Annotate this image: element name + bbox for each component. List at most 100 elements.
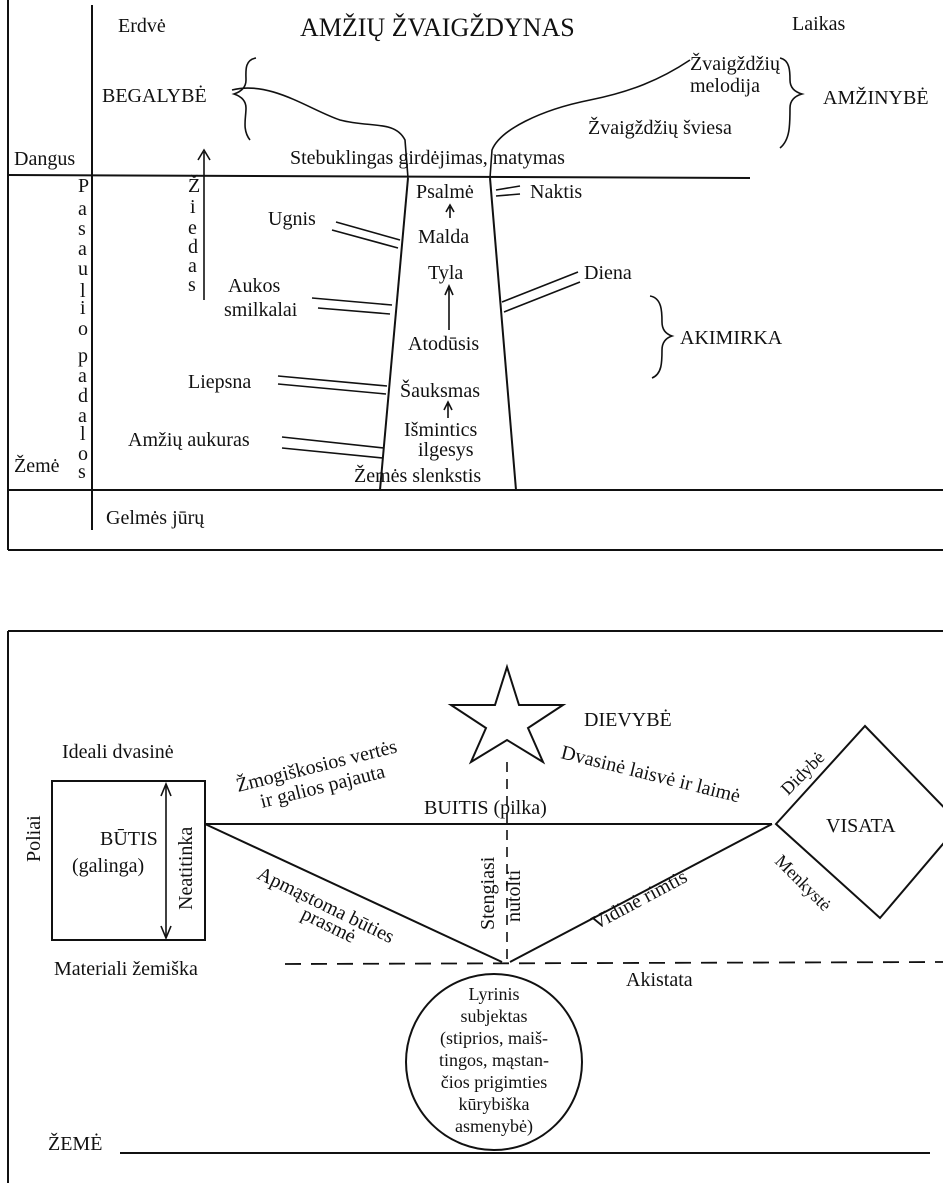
pp-letter: a [78,405,87,427]
lyrinis-line: tingos, mąstan- [439,1050,549,1070]
aukos-connector [311,297,393,315]
pp-letter: a [78,198,87,220]
akistata-label: Akistata [626,969,693,991]
dangus-line [7,174,751,179]
zeme-label: Žemė [14,454,60,477]
menkyste-label: Menkystė [771,851,835,915]
top-diagram: Erdvė AMŽIŲ ŽVAIGŽDYNAS Laikas BEGALYBĖ … [7,0,943,551]
aukos-label-1: Aukos [228,275,280,297]
dvasine-label: Dvasinė laisvė ir laimė [559,742,743,808]
lyrinis-line: Lyrinis [468,984,519,1004]
pp-letter: P [78,175,89,197]
diena-connector [501,271,581,313]
lyrinis-line: (stiprios, maiš- [440,1028,548,1049]
pp-letter: a [78,238,87,260]
pp-letter: i [80,297,86,319]
slenkstis-label: Žemės slenkstis [354,464,481,487]
lyrinis-line: čios prigimties [441,1072,548,1092]
visata-diamond [774,724,943,920]
lyrinis-circle [405,973,583,1151]
laikas-label: Laikas [792,13,846,35]
lyrinis-line: subjektas [461,1006,528,1026]
neatitinka-arrow-heads [160,781,172,941]
zvaigzdziu-melodija-1: Žvaigždžių [690,52,781,75]
buitis-label: BUITIS (pilka) [424,797,547,819]
amzinybe-label: AMŽINYBĖ [823,86,929,109]
ziedas-letter: e [188,217,197,239]
pp-letter: d [78,385,88,407]
tower-right-edge [489,177,517,491]
tyla-arrow [444,284,454,330]
sauksmas-label: Šauksmas [400,378,480,402]
poliai-label: Poliai [23,815,45,862]
stebuklingas-label: Stebuklingas girdėjimas, matymas [290,147,565,169]
vidine-rimtis-label: Vidinė rimtis [588,866,691,935]
ziedas-letter: d [188,236,198,258]
funnel-top-right-curve [489,59,691,179]
aukos-label-2: smilkalai [224,299,298,321]
stengiasi-label: Stengiasi [477,856,499,930]
akistata-dashed-line [284,961,943,965]
ugnis-connector [331,221,401,249]
pp-letter: o [78,443,88,465]
pasaulio-padalos-letters: P a s a u l i o p a d a l o s [78,175,89,483]
star-icon [447,663,567,765]
butis-box [51,780,206,941]
psalme-arrow [445,203,455,218]
v-right-line [509,823,773,963]
naktis-label: Naktis [530,181,582,203]
naktis-connector [495,185,521,197]
sauksmas-arrow [443,400,453,418]
top-title: AMŽIŲ ŽVAIGŽDYNAS [300,13,575,42]
v-left-line [204,823,503,963]
gelmes-label: Gelmės jūrų [106,507,205,529]
lyrinis-line: asmenybė) [455,1116,533,1137]
pp-letter: l [80,423,86,445]
atodusis-label: Atodūsis [408,333,479,355]
ziedas-letter: Ž [188,174,200,197]
pp-letter: o [78,318,88,340]
visata-label: VISATA [826,815,896,837]
erdve-label: Erdvė [118,15,166,37]
akimirka-label: AKIMIRKA [680,327,783,349]
bottom-diagram: DIEVYBĖ Ideali dvasinė BŪTIS (galinga) N… [7,630,943,1183]
ismintis-label-2: ilgesys [418,439,474,461]
begalybe-label: BEGALYBĖ [102,84,207,107]
amzinybe-brace [779,57,805,149]
ziedas-letter: a [188,255,197,277]
ziedas-arrow-head [197,148,211,161]
zvaigzdziu-sviesa: Žvaigždžių šviesa [588,116,732,139]
aukuras-connector [281,436,385,459]
begalybe-brace [231,57,257,141]
nutolti-label: nutolti [503,869,525,922]
didybe-label: Didybė [777,747,829,799]
amziu-aukuras-label: Amžių aukuras [128,429,250,451]
ugnis-label: Ugnis [268,208,316,230]
neatitinka-label: Neatitinka [175,827,197,910]
pp-letter: a [78,365,87,387]
liepsna-label: Liepsna [188,371,251,393]
dievybe-label: DIEVYBĖ [584,708,672,731]
tower-left-edge [379,177,409,491]
ziedas-letter: s [188,274,196,296]
ziedas-letter: i [190,196,196,218]
pp-letter: p [78,345,88,367]
lyrinis-line: kūrybiška [459,1094,530,1114]
malda-label: Malda [418,226,469,248]
funnel-top-left-curve [231,87,409,179]
psalme-label: Psalmė [416,181,474,203]
pp-letter: u [78,258,88,280]
butis-label: BŪTIS [100,828,158,850]
zeme-bottom-label: ŽEMĖ [48,1132,102,1155]
pp-letter: l [80,280,86,302]
akimirka-brace [649,295,675,379]
ziedas-letters: Ž i e d a s [188,174,200,296]
ideali-label: Ideali dvasinė [62,741,174,763]
materiali-label: Materiali žemiška [54,958,198,980]
pp-letter: s [78,218,86,240]
ismintis-label-1: Išmintics [404,419,478,441]
zvaigzdziu-melodija-2: melodija [690,75,760,97]
butis-galinga-label: (galinga) [72,855,144,877]
pp-letter: s [78,461,86,483]
